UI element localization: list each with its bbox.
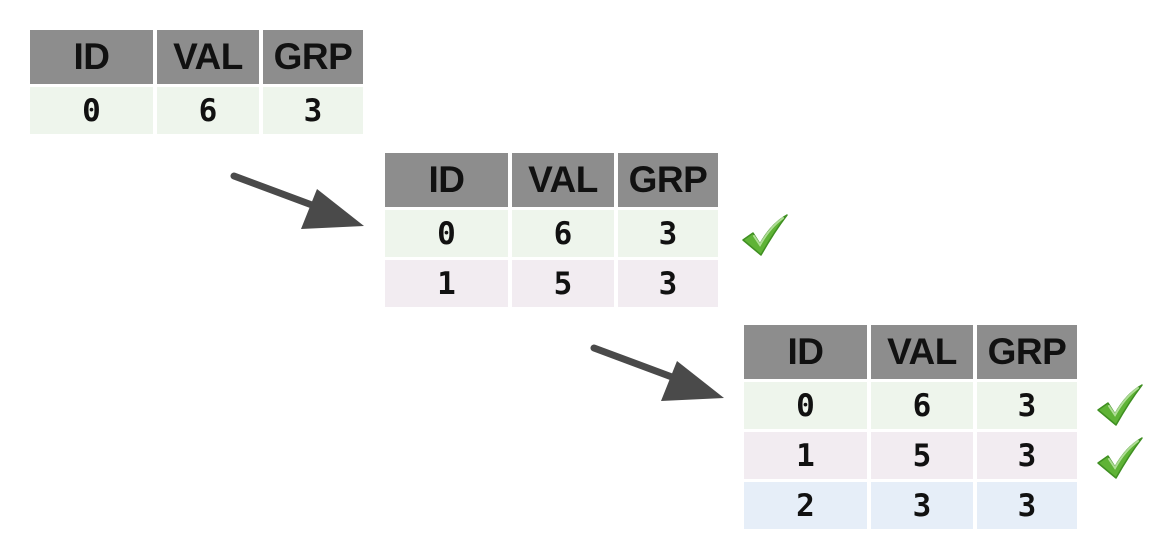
cell-id: 1 [744, 432, 867, 479]
cell-grp: 3 [977, 382, 1077, 429]
cell-grp: 3 [977, 432, 1077, 479]
column-header-id: ID [30, 30, 153, 84]
column-header-grp: GRP [618, 153, 718, 207]
cell-id: 1 [385, 260, 508, 307]
column-header-val: VAL [512, 153, 614, 207]
table-row: 1 5 3 [385, 260, 718, 307]
column-header-id: ID [385, 153, 508, 207]
table-step-1: ID VAL GRP 0 6 3 [26, 27, 367, 137]
table-step-2: ID VAL GRP 0 6 3 1 5 3 [381, 150, 722, 310]
check-mark-icon [1097, 437, 1143, 479]
cell-val: 6 [157, 87, 259, 134]
column-header-grp: GRP [977, 325, 1077, 379]
header-row: ID VAL GRP [744, 325, 1077, 379]
table-row: 1 5 3 [744, 432, 1077, 479]
check-mark-icon [742, 214, 788, 256]
cell-val: 3 [871, 482, 973, 529]
header-row: ID VAL GRP [385, 153, 718, 207]
cell-val: 5 [871, 432, 973, 479]
cell-id: 0 [744, 382, 867, 429]
table-step-3: ID VAL GRP 0 6 3 1 5 3 2 3 3 [740, 322, 1081, 532]
cell-grp: 3 [618, 210, 718, 257]
table-row: 0 6 3 [385, 210, 718, 257]
cell-id: 2 [744, 482, 867, 529]
cell-id: 0 [385, 210, 508, 257]
cell-grp: 3 [263, 87, 363, 134]
header-row: ID VAL GRP [30, 30, 363, 84]
table-row: 2 3 3 [744, 482, 1077, 529]
cell-val: 6 [871, 382, 973, 429]
cell-grp: 3 [977, 482, 1077, 529]
column-header-val: VAL [871, 325, 973, 379]
cell-id: 0 [30, 87, 153, 134]
column-header-grp: GRP [263, 30, 363, 84]
check-mark-icon [1097, 384, 1143, 426]
cell-grp: 3 [618, 260, 718, 307]
table-row: 0 6 3 [744, 382, 1077, 429]
column-header-id: ID [744, 325, 867, 379]
table-row: 0 6 3 [30, 87, 363, 134]
arrow-down-right-icon [590, 344, 724, 401]
cell-val: 6 [512, 210, 614, 257]
column-header-val: VAL [157, 30, 259, 84]
arrow-down-right-icon [230, 172, 364, 229]
cell-val: 5 [512, 260, 614, 307]
